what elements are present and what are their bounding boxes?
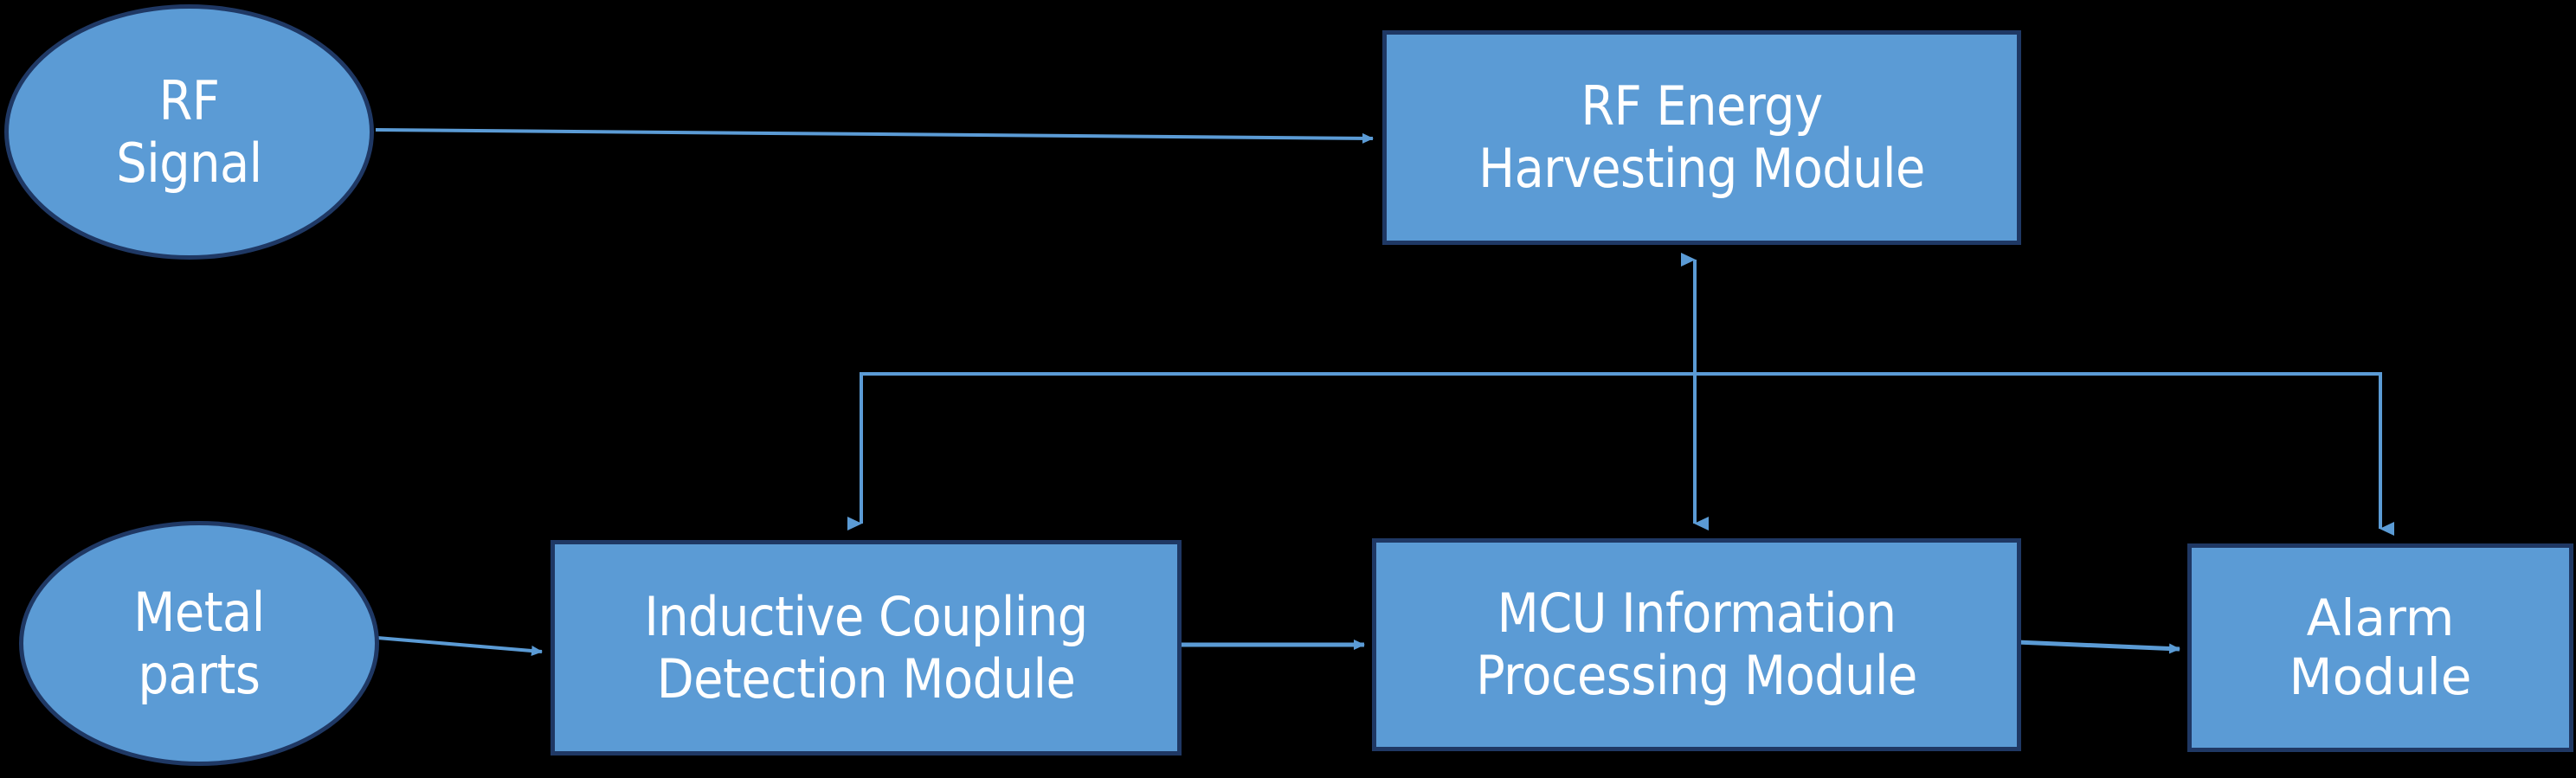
node-rf-energy-harvesting-module-line-2: Harvesting Module <box>1478 137 1925 200</box>
node-metal-parts-line-2: parts <box>138 642 261 706</box>
node-inductive-coupling-detection-module[interactable]: Inductive Coupling Detection Module <box>551 540 1182 755</box>
node-inductive-coupling-detection-module-line-2: Detection Module <box>656 646 1076 710</box>
node-inductive-coupling-detection-module-line-1: Inductive Coupling <box>644 584 1088 648</box>
connector-rf-signal-to-rf-energy <box>375 128 1374 144</box>
node-rf-signal-line-2: Signal <box>116 131 262 195</box>
node-metal-parts-line-1: Metal <box>133 580 265 644</box>
node-alarm-module[interactable]: Alarm Module <box>2187 543 2573 752</box>
node-rf-signal-line-1: RF <box>158 68 220 132</box>
connector-power-bus-to-alarm <box>1695 372 2394 536</box>
node-rf-energy-harvesting-module-line-1: RF Energy <box>1581 74 1823 138</box>
node-mcu-information-processing-module-line-2: Processing Module <box>1476 644 1917 707</box>
node-mcu-information-processing-module[interactable]: MCU Information Processing Module <box>1372 538 2021 751</box>
node-metal-parts[interactable]: Metal parts <box>19 521 379 766</box>
node-alarm-module-line-1: Alarm <box>2306 588 2455 648</box>
node-rf-energy-harvesting-module[interactable]: RF Energy Harvesting Module <box>1382 30 2021 245</box>
node-alarm-module-line-2: Module <box>2289 646 2472 706</box>
connector-power-bus-to-inductive <box>847 372 1695 530</box>
node-rf-signal[interactable]: RF Signal <box>4 4 374 260</box>
node-mcu-information-processing-module-line-1: MCU Information <box>1497 582 1897 646</box>
connector-metal-parts-to-inductive <box>377 636 543 656</box>
connector-mcu-to-alarm <box>2016 640 2180 654</box>
